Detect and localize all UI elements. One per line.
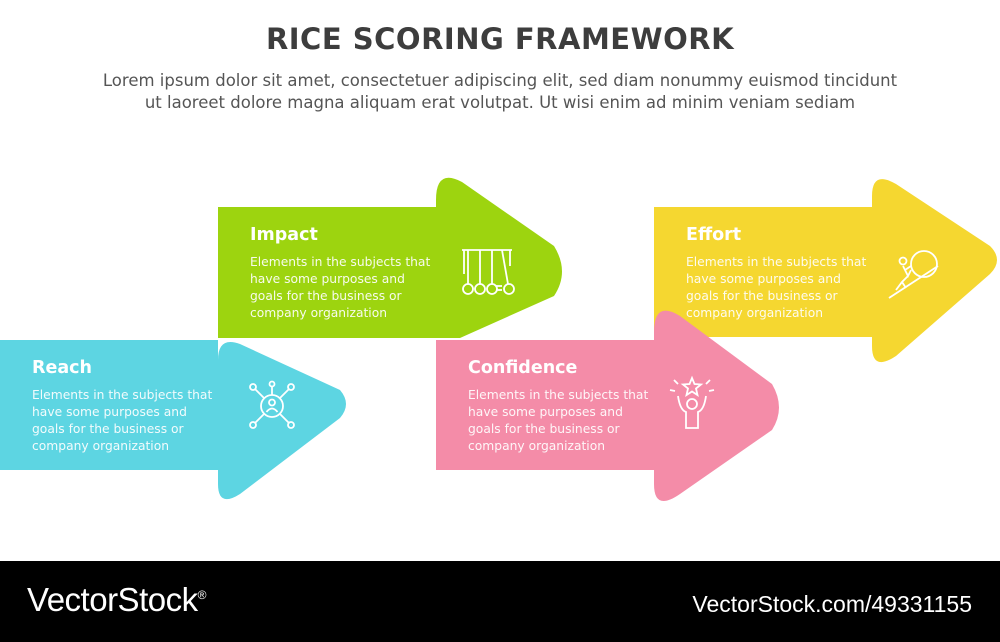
registered-mark: ® bbox=[197, 588, 207, 602]
watermark-footer: VectorStock® VectorStock.com/49331155 bbox=[0, 561, 1000, 642]
reach-arrow-shape bbox=[0, 340, 346, 500]
impact-arrow-shape bbox=[218, 177, 562, 338]
confidence-description: Elements in the subjects that have some … bbox=[468, 388, 649, 453]
effort-description: Elements in the subjects that have some … bbox=[686, 255, 867, 320]
footer-image-id: VectorStock.com/49331155 bbox=[692, 591, 972, 617]
subtitle-line-1: Lorem ipsum dolor sit amet, consectetuer… bbox=[102, 71, 898, 90]
effort-step: Effort Elements in the subjects that hav… bbox=[686, 225, 871, 322]
page-title: RICE SCORING FRAMEWORK bbox=[265, 22, 735, 56]
achievement-star-icon bbox=[669, 375, 715, 429]
rice-arrow-diagram: Reach Elements in the subjects that have… bbox=[0, 177, 997, 502]
reach-description: Elements in the subjects that have some … bbox=[32, 388, 213, 453]
arrow-shapes bbox=[0, 177, 997, 502]
confidence-arrow-shape bbox=[436, 310, 779, 502]
impact-step: Impact Elements in the subjects that hav… bbox=[250, 225, 435, 322]
push-boulder-icon bbox=[888, 250, 939, 299]
newtons-cradle-icon bbox=[462, 249, 515, 295]
footer-brand-logo: VectorStock® bbox=[27, 581, 206, 619]
effort-title: Effort bbox=[686, 225, 742, 245]
reach-step: Reach Elements in the subjects that have… bbox=[32, 358, 217, 455]
confidence-title: Confidence bbox=[468, 358, 578, 378]
brand-name: VectorStock bbox=[27, 581, 198, 618]
page-subtitle: Lorem ipsum dolor sit amet, consectetuer… bbox=[40, 70, 960, 114]
impact-title: Impact bbox=[250, 225, 318, 245]
network-user-icon bbox=[249, 380, 295, 429]
confidence-step: Confidence Elements in the subjects that… bbox=[468, 358, 653, 455]
impact-description: Elements in the subjects that have some … bbox=[250, 255, 431, 320]
reach-title: Reach bbox=[32, 358, 92, 378]
effort-arrow-shape bbox=[654, 179, 997, 363]
subtitle-line-2: ut laoreet dolore magna aliquam erat vol… bbox=[144, 93, 856, 112]
